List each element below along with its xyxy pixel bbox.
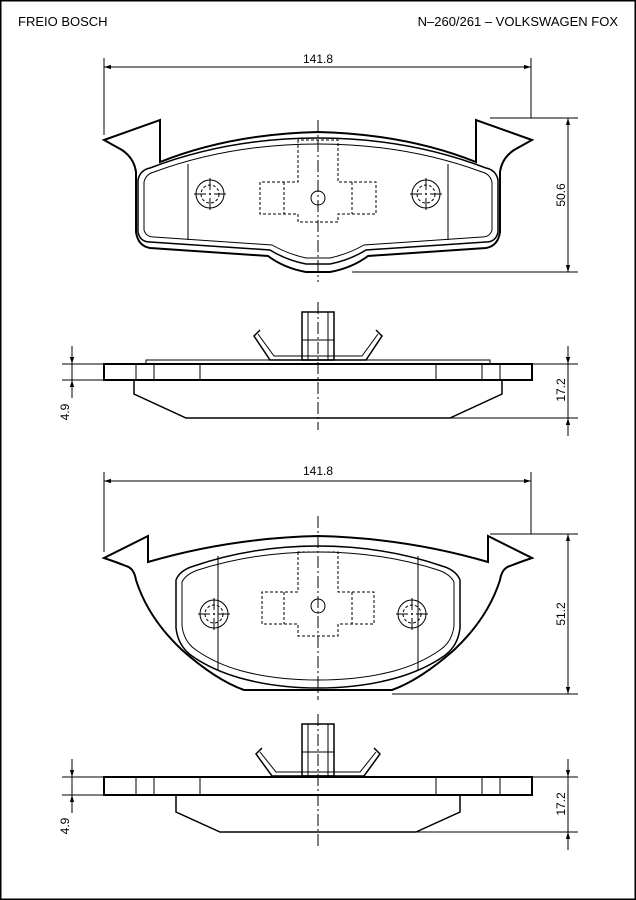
pad-2-side-friction-lining xyxy=(175,795,461,833)
header-right-title: N–260/261 – VOLKSWAGEN FOX xyxy=(418,14,619,29)
pad-1-width-dimension: 141.8 xyxy=(303,52,333,66)
pad-1-side-view: 4.9 17.2 xyxy=(58,302,578,436)
pad-2-height-dimension: 51.2 xyxy=(554,602,568,626)
pad-2-side-view: 4.9 17.2 xyxy=(58,714,578,850)
pad-2-front-view: 141.8 51.2 xyxy=(101,464,578,700)
pad-2-backing-dimension: 4.9 xyxy=(58,817,72,834)
pad-1-front-view: 141.8 50.6 xyxy=(101,52,578,282)
pad-1-friction-material xyxy=(137,137,499,265)
pad-1-height-dimension: 50.6 xyxy=(554,183,568,207)
pad-2-thickness-dimension: 17.2 xyxy=(554,792,568,816)
pad-1-backing-dimension: 4.9 xyxy=(58,403,72,420)
pad-2-width-dimension: 141.8 xyxy=(303,464,333,478)
header-left-title: FREIO BOSCH xyxy=(18,14,108,29)
pad-2-friction-material xyxy=(175,545,461,689)
pad-1-backing-plate xyxy=(101,118,535,273)
pad-2-backing-plate xyxy=(101,534,535,691)
pad-1-thickness-dimension: 17.2 xyxy=(554,378,568,402)
